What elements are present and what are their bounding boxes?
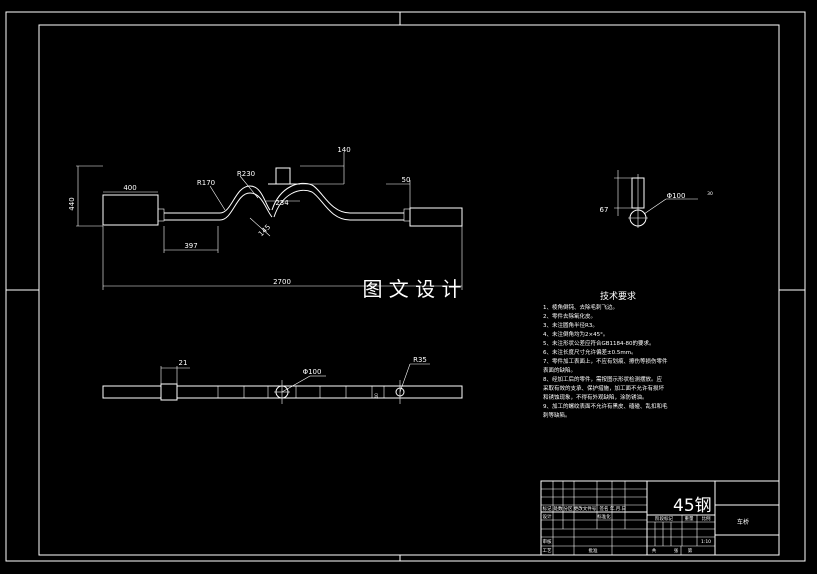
dim-140: 140 xyxy=(337,146,350,154)
requirement-item: 4、未注倒角均为2×45°。 xyxy=(543,330,608,338)
dim-440: 440 xyxy=(68,197,76,210)
requirement-item: 表面的缺陷。 xyxy=(543,366,576,374)
side-view-labels: 67 Φ100 30 xyxy=(600,191,713,214)
cell-gong: 共 xyxy=(652,547,657,554)
cell-bili: 比例 xyxy=(702,515,711,522)
requirement-item: 9、加工的螺纹表面不允许有黑皮、磕碰、乱扣和毛 xyxy=(543,402,668,410)
dim-50: 50 xyxy=(402,176,411,184)
material-label: 45钢 xyxy=(673,496,712,516)
cell-zhang: 张 xyxy=(674,547,679,554)
dim-397: 397 xyxy=(184,242,197,250)
requirement-item: 刺等缺陷。 xyxy=(543,411,571,419)
dim-r230: R230 xyxy=(237,170,255,178)
cell-shenhe: 审核 xyxy=(543,538,552,545)
cell-sheji: 设计 xyxy=(543,513,552,520)
dim-2700: 2700 xyxy=(273,278,291,286)
technical-requirements: 技术要求 1、棱角倒钝、去除毛刺飞边。 2、零件去除氧化皮。 3、未注圆角半径R… xyxy=(543,290,668,419)
dim-67: 67 xyxy=(600,206,609,214)
title-block xyxy=(540,480,780,556)
requirement-item: 2、零件去除氧化皮。 xyxy=(543,312,596,320)
dim-dia100: Φ100 xyxy=(303,368,322,376)
cell-fenqu: 分区 xyxy=(564,505,573,512)
requirement-item: 6、未注长度尺寸允许偏差±0.5mm。 xyxy=(543,348,637,356)
cell-biaoji: 标记 xyxy=(543,505,552,512)
requirement-item: 3、未注圆角半径R3。 xyxy=(543,321,598,329)
dim-note: 30 xyxy=(707,191,713,197)
cell-zhongliang: 重量 xyxy=(685,515,694,522)
cell-chushu: 处数 xyxy=(554,505,563,512)
requirement-item: 5、未注形状公差应符合GB1184-80的要求。 xyxy=(543,339,655,347)
dim-dia100-side: Φ100 xyxy=(667,192,686,200)
requirements-title: 技术要求 xyxy=(600,290,636,302)
title-block-labels: 45钢 车桥 1:10 标记 处数 分区 更改文件号 签名 年.月.日 设计 标… xyxy=(543,496,750,554)
requirement-item: 采取有效的支承、保护措施，加工面不允许有损坏 xyxy=(543,384,665,392)
part-name-label: 车桥 xyxy=(737,518,749,526)
cell-di: 第 xyxy=(688,547,693,554)
cell-nianyueri: 年.月.日 xyxy=(610,505,626,512)
cell-jieduan: 阶段标记 xyxy=(655,515,673,522)
sheet-border xyxy=(5,11,806,562)
dim-234: 234 xyxy=(275,199,289,207)
dim-21: 21 xyxy=(179,359,188,367)
bottom-view-labels: 21 Φ100 R35 40 xyxy=(179,356,427,399)
dim-400: 400 xyxy=(123,184,136,192)
cell-pizhun: 批准 xyxy=(589,547,598,554)
cell-biaozhunhua: 标准化 xyxy=(597,513,611,520)
bottom-view xyxy=(102,363,463,404)
requirement-item: 8、经加工后的零件，需按图示形状检测摆放。应 xyxy=(543,375,663,383)
cell-gengwenjian: 更改文件号 xyxy=(574,505,597,512)
dim-40: 40 xyxy=(374,393,380,399)
front-view-labels: 140 R230 R170 400 440 234 145 397 2700 5… xyxy=(68,146,410,286)
requirement-item: 7、零件加工表面上，不应有划痕、擦伤等损伤零件 xyxy=(543,357,668,365)
cell-gongyi: 工艺 xyxy=(543,548,552,554)
dim-r170: R170 xyxy=(197,179,215,187)
side-view xyxy=(614,170,698,228)
requirement-item: 1、棱角倒钝、去除毛刺飞边。 xyxy=(543,303,618,311)
scale-label: 1:10 xyxy=(701,539,711,545)
requirement-item: 和锈蚀现象，不得有外观缺陷，涂防锈油。 xyxy=(543,393,648,401)
front-view xyxy=(76,152,463,290)
cell-qianming: 签名 xyxy=(600,505,609,512)
dim-r35: R35 xyxy=(413,356,427,364)
watermark: 图 文 设 计 xyxy=(362,277,461,301)
